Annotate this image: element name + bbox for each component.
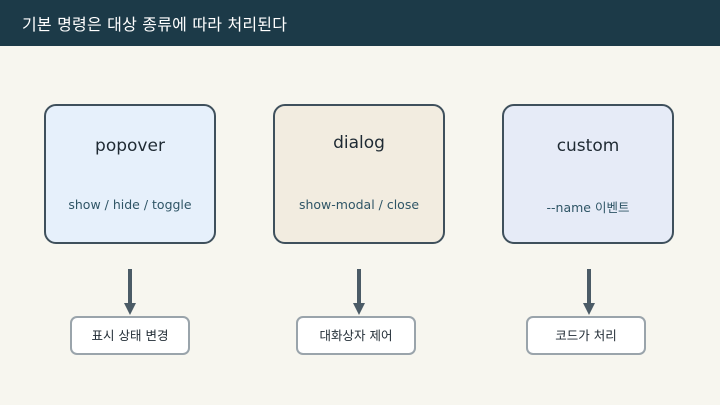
card-title-popover: popover xyxy=(95,136,165,156)
result-dialog: 대화상자 제어 xyxy=(296,316,416,355)
page-title: 기본 명령은 대상 종류에 따라 처리된다 xyxy=(22,15,288,34)
card-subtitle-custom: --name 이벤트 xyxy=(546,200,630,215)
arrow-head-custom xyxy=(583,303,595,315)
arrow-custom xyxy=(587,269,591,307)
header-bar: 기본 명령은 대상 종류에 따라 처리된다 xyxy=(0,0,720,46)
card-title-dialog: dialog xyxy=(333,133,385,153)
arrow-dialog xyxy=(357,269,361,307)
card-popover: popover show / hide / toggle xyxy=(44,104,216,244)
card-custom: custom --name 이벤트 xyxy=(502,104,674,244)
card-title-custom: custom xyxy=(556,136,620,156)
arrow-head-popover xyxy=(124,303,136,315)
result-custom: 코드가 처리 xyxy=(526,316,646,355)
result-popover: 표시 상태 변경 xyxy=(70,316,190,355)
card-subtitle-popover: show / hide / toggle xyxy=(68,197,192,212)
card-subtitle-dialog: show-modal / close xyxy=(298,197,420,212)
arrow-head-dialog xyxy=(353,303,365,315)
arrow-popover xyxy=(128,269,132,307)
card-dialog: dialog show-modal / close xyxy=(273,104,445,244)
